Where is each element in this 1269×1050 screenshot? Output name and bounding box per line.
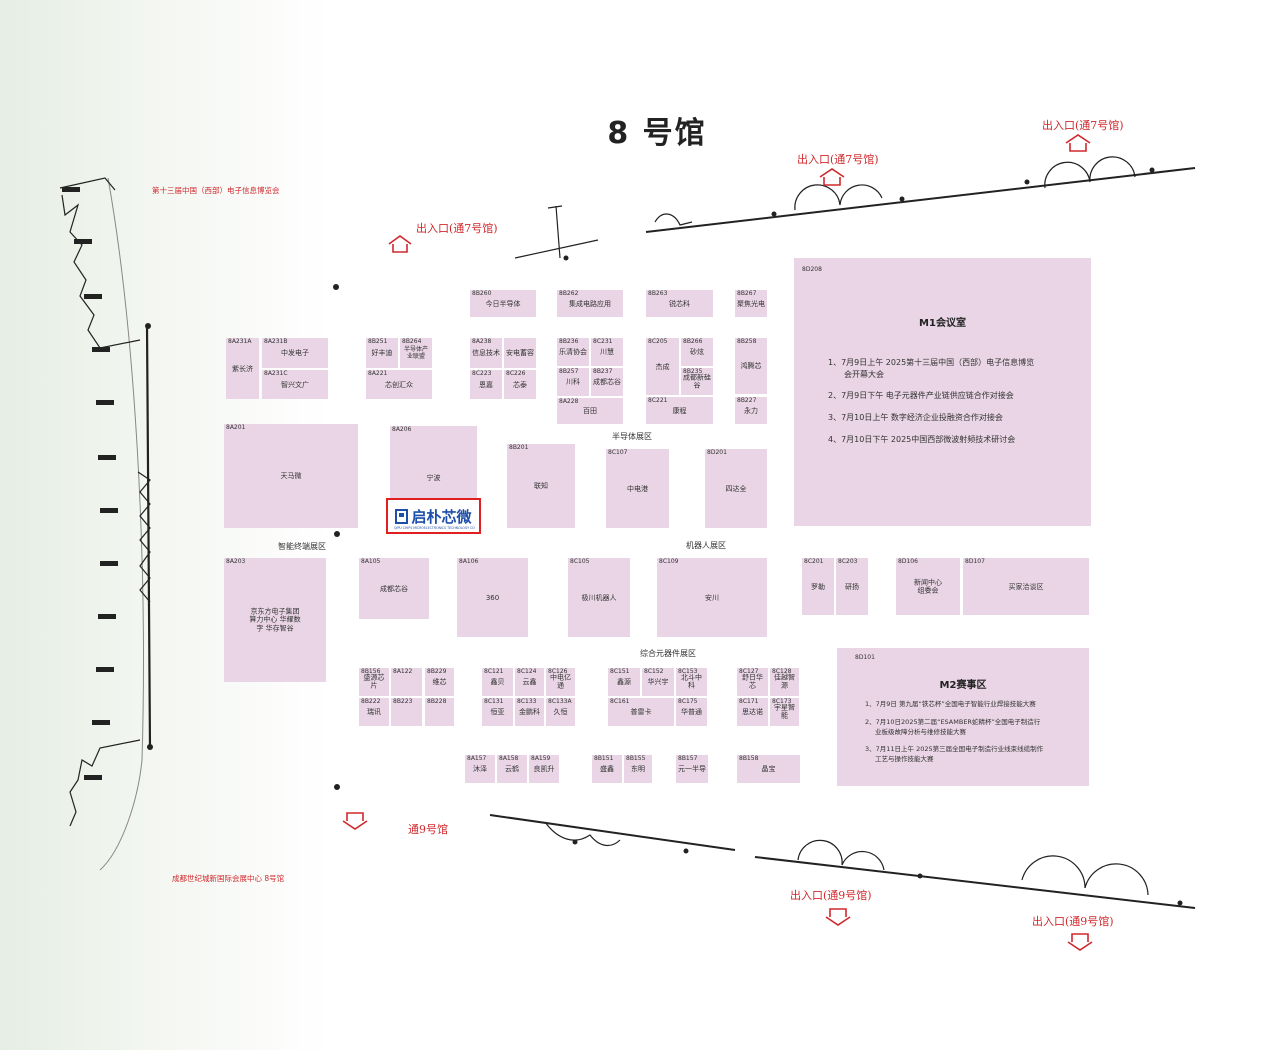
entrance-top-left: 出入口(通7号馆) <box>416 222 498 235</box>
booth-8A238b[interactable]: 安电蓄容 <box>504 338 536 368</box>
hall-title: 8 号馆 <box>607 116 707 151</box>
entrance-bottom-left: 通9号馆 <box>408 823 448 836</box>
entrance-bottom-right: 出入口(通9号馆) <box>1032 915 1114 928</box>
venue-name: 成都世纪城新国际会展中心 8号馆 <box>172 874 285 883</box>
m2-item-3: 3、7月11日上午 2025第三届全国电子制造行业线束线缆制作 <box>865 745 1044 753</box>
m1-item-1: 1、7月9日上午 2025第十三届中国（西部）电子信息博览 <box>828 358 1035 367</box>
entrance-top-mid: 出入口(通7号馆) <box>797 153 879 166</box>
entrance-bottom-mid: 出入口(通9号馆) <box>790 889 872 902</box>
m1-title: M1会议室 <box>919 318 966 329</box>
m2-item-2: 2、7月10日2025第二届“ESAMBER蛇精杯”全国电子制造行 <box>865 718 1041 726</box>
m1-item-3: 3、7月10日上午 数字经济企业投融资合作对接会 <box>828 413 1003 422</box>
m1-item-4: 4、7月10日下午 2025中国西部微波射频技术研讨会 <box>828 435 1016 444</box>
zone-robot: 机器人展区 <box>686 541 726 550</box>
m1-item-1b: 会开幕大会 <box>844 370 884 379</box>
expo-name: 第十三届中国（西部）电子信息博览会 <box>152 186 280 195</box>
logo-subtitle: QIPU CHIPS MICROELECTRONICS TECHNOLOGY C… <box>394 526 475 530</box>
booth-8B228[interactable]: 8B228 <box>425 698 454 726</box>
entrance-top-right: 出入口(通7号馆) <box>1042 119 1124 132</box>
chip-logo-icon <box>395 508 409 524</box>
m2-item-3b: 工艺与操作技能大赛 <box>875 755 934 763</box>
m2-item-2b: 业板级故障分析与维修技能大赛 <box>875 728 966 736</box>
meeting-room-m1[interactable]: 8D208 M1会议室 1、7月9日上午 2025第十三届中国（西部）电子信息博… <box>794 258 1091 526</box>
booth-8B223[interactable]: 8B223 <box>391 698 422 726</box>
m2-item-1: 1、7月9日 第九届“铁芯杯”全国电子智能行业焊接技能大赛 <box>865 700 1036 708</box>
m2-title: M2赛事区 <box>939 680 987 691</box>
m1-item-2: 2、7月9日下午 电子元器件产业链供应链合作对接会 <box>828 391 1014 400</box>
zone-smart-terminal: 智能终端展区 <box>278 542 326 551</box>
zone-semiconductor: 半导体展区 <box>612 432 652 441</box>
booth-8A122[interactable]: 8A122 <box>391 668 422 696</box>
zone-components: 综合元器件展区 <box>640 649 696 658</box>
contest-area-m2[interactable]: 8D101 M2赛事区 1、7月9日 第九届“铁芯杯”全国电子智能行业焊接技能大… <box>837 648 1089 786</box>
logo-text: 启朴芯微 <box>411 507 472 526</box>
highlighted-exhibitor[interactable]: 启朴芯微 QIPU CHIPS MICROELECTRONICS TECHNOL… <box>386 498 481 534</box>
